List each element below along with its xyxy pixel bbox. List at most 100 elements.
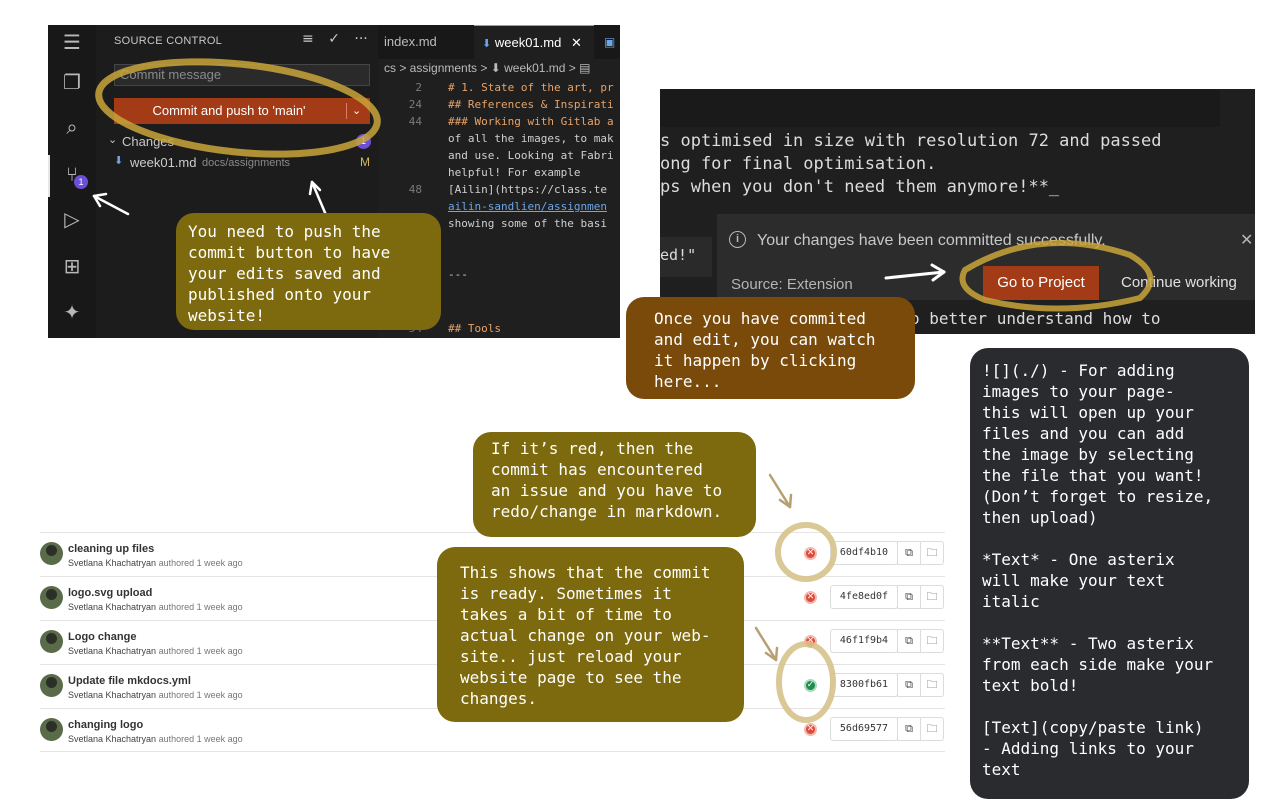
line-number: 48 [408, 183, 422, 196]
line-number: 44 [408, 115, 422, 128]
commit-author-line: Svetlana Khachatryan authored 1 week ago [68, 646, 243, 656]
copy-sha-icon[interactable]: ⧉ [897, 629, 921, 653]
commit-sha[interactable]: 8300fb61 [830, 673, 898, 697]
view-as-list-icon[interactable]: ≡ [302, 31, 314, 47]
commit-author-line: Svetlana Khachatryan authored 1 week ago [68, 602, 243, 612]
file-name: week01.md [130, 155, 197, 170]
extensions-icon[interactable]: ⊞ [63, 254, 81, 278]
browse-files-icon[interactable]: 🗀 [920, 717, 944, 741]
commit-sha[interactable]: 46f1f9b4 [830, 629, 898, 653]
avatar[interactable] [40, 630, 63, 653]
notification-message: Your changes have been committed success… [757, 232, 1106, 249]
commit-time: authored 1 week ago [158, 690, 243, 700]
copy-sha-icon[interactable]: ⧉ [897, 673, 921, 697]
pipeline-status-failed-icon[interactable]: ✕ [804, 547, 817, 560]
close-icon[interactable]: ✕ [1240, 230, 1254, 249]
tab-week01-md[interactable]: ⬇ week01.md ✕ [474, 25, 594, 59]
line-text: and use. Looking at Fabri [448, 149, 614, 162]
preview-tab-icon[interactable]: ▣ [604, 35, 616, 49]
browse-files-icon[interactable]: 🗀 [920, 629, 944, 653]
partial-quote: ed!" [660, 237, 712, 277]
run-debug-icon[interactable]: ▷ [64, 207, 80, 231]
code-line: ps when you don't need them anymore!**_ [660, 177, 1060, 197]
copy-sha-icon[interactable]: ⧉ [897, 717, 921, 741]
close-icon[interactable]: ✕ [570, 36, 582, 51]
commit-author[interactable]: Svetlana Khachatryan [68, 690, 157, 700]
commit-check-icon[interactable]: ✓ [328, 31, 340, 47]
menu-icon[interactable]: ☰ [63, 30, 81, 54]
commit-title[interactable]: cleaning up files [68, 543, 155, 555]
commit-author-line: Svetlana Khachatryan authored 1 week ago [68, 734, 243, 744]
avatar[interactable] [40, 586, 63, 609]
project-callout: Once you have commited and edit, you can… [626, 297, 915, 399]
panel-title: SOURCE CONTROL [114, 35, 223, 47]
commit-button-label: Commit and push to 'main' [152, 103, 306, 118]
commit-sha[interactable]: 4fe8ed0f [830, 585, 898, 609]
code-line: o better understand how to [910, 309, 1161, 328]
commit-success-notification: i Your changes have been committed succe… [717, 214, 1255, 300]
markdown-cheatsheet: ![](./) - For adding images to your page… [970, 348, 1249, 799]
source-control-badge: 1 [74, 175, 88, 189]
chevron-down-icon: ⌄ [108, 133, 118, 146]
browse-files-icon[interactable]: 🗀 [920, 541, 944, 565]
commit-author[interactable]: Svetlana Khachatryan [68, 558, 157, 568]
avatar[interactable] [40, 718, 63, 741]
line-number: 24 [408, 98, 422, 111]
commit-author[interactable]: Svetlana Khachatryan [68, 734, 157, 744]
commit-title[interactable]: logo.svg upload [68, 587, 153, 599]
copy-sha-icon[interactable]: ⧉ [897, 585, 921, 609]
file-path: docs/assignments [202, 157, 291, 169]
activity-bar: ☰ ❐ ⌕ ⑂ 1 ▷ ⊞ ✦ [48, 25, 96, 338]
chat-icon[interactable]: ✦ [63, 300, 81, 324]
commit-author-line: Svetlana Khachatryan authored 1 week ago [68, 558, 243, 568]
avatar[interactable] [40, 674, 63, 697]
continue-working-button[interactable]: Continue working [1121, 274, 1237, 291]
browse-files-icon[interactable]: 🗀 [920, 673, 944, 697]
go-to-project-button[interactable]: Go to Project [983, 266, 1099, 300]
search-icon[interactable]: ⌕ [66, 115, 78, 139]
line-text: of all the images, to mak [448, 132, 614, 145]
copy-sha-icon[interactable]: ⧉ [897, 541, 921, 565]
commit-author-line: Svetlana Khachatryan authored 1 week ago [68, 690, 243, 700]
markdown-file-icon: ⬇ [482, 37, 492, 50]
breadcrumb[interactable]: cs > assignments > ⬇ week01.md > ▤ [384, 61, 591, 75]
pipeline-status-failed-icon[interactable]: ✕ [804, 635, 817, 648]
pipeline-status-failed-icon[interactable]: ✕ [804, 591, 817, 604]
button-divider [346, 103, 347, 119]
notification-source: Source: Extension [731, 276, 853, 293]
commit-author[interactable]: Svetlana Khachatryan [68, 602, 157, 612]
avatar[interactable] [40, 542, 63, 565]
arrow-icon [768, 473, 793, 509]
line-text: [Ailin](https://class.te [448, 183, 607, 196]
commit-time: authored 1 week ago [158, 558, 243, 568]
tab-index-md[interactable]: index.md [384, 34, 437, 49]
active-indicator [48, 155, 50, 197]
info-icon: i [729, 231, 746, 248]
line-text: ## Tools [448, 322, 501, 335]
chevron-down-icon[interactable]: ⌄ [352, 104, 362, 117]
changes-count-badge: 1 [356, 134, 371, 149]
more-actions-icon[interactable]: ··· [354, 31, 368, 47]
pipeline-status-failed-icon[interactable]: ✕ [804, 723, 817, 736]
commit-sha[interactable]: 60df4b10 [830, 541, 898, 565]
commit-and-push-button[interactable]: Commit and push to 'main' ⌄ [114, 98, 370, 124]
line-text: ### Working with Gitlab a [448, 115, 614, 128]
line-text: helpful! For example [448, 166, 581, 179]
changed-file-item[interactable]: ⬇ week01.md docs/assignments M [114, 154, 370, 172]
red-status-callout: If it’s red, then the commit has encount… [473, 432, 756, 537]
tab-label: week01.md [494, 35, 562, 50]
pipeline-status-passed-icon[interactable]: ✓ [804, 679, 817, 692]
explorer-icon[interactable]: ❐ [63, 70, 81, 94]
commit-title[interactable]: Logo change [68, 631, 137, 643]
commit-author[interactable]: Svetlana Khachatryan [68, 646, 157, 656]
line-text: --- [448, 268, 468, 281]
changes-group[interactable]: ⌄ Changes 1 [108, 133, 371, 151]
line-text: showing some of the basi [448, 217, 607, 230]
commit-message-input[interactable]: Commit message [114, 64, 370, 86]
commit-title[interactable]: Update file mkdocs.yml [68, 675, 191, 687]
commit-title[interactable]: changing logo [68, 719, 144, 731]
browse-files-icon[interactable]: 🗀 [920, 585, 944, 609]
commit-time: authored 1 week ago [158, 734, 243, 744]
commit-sha[interactable]: 56d69577 [830, 717, 898, 741]
commit-time: authored 1 week ago [158, 602, 243, 612]
